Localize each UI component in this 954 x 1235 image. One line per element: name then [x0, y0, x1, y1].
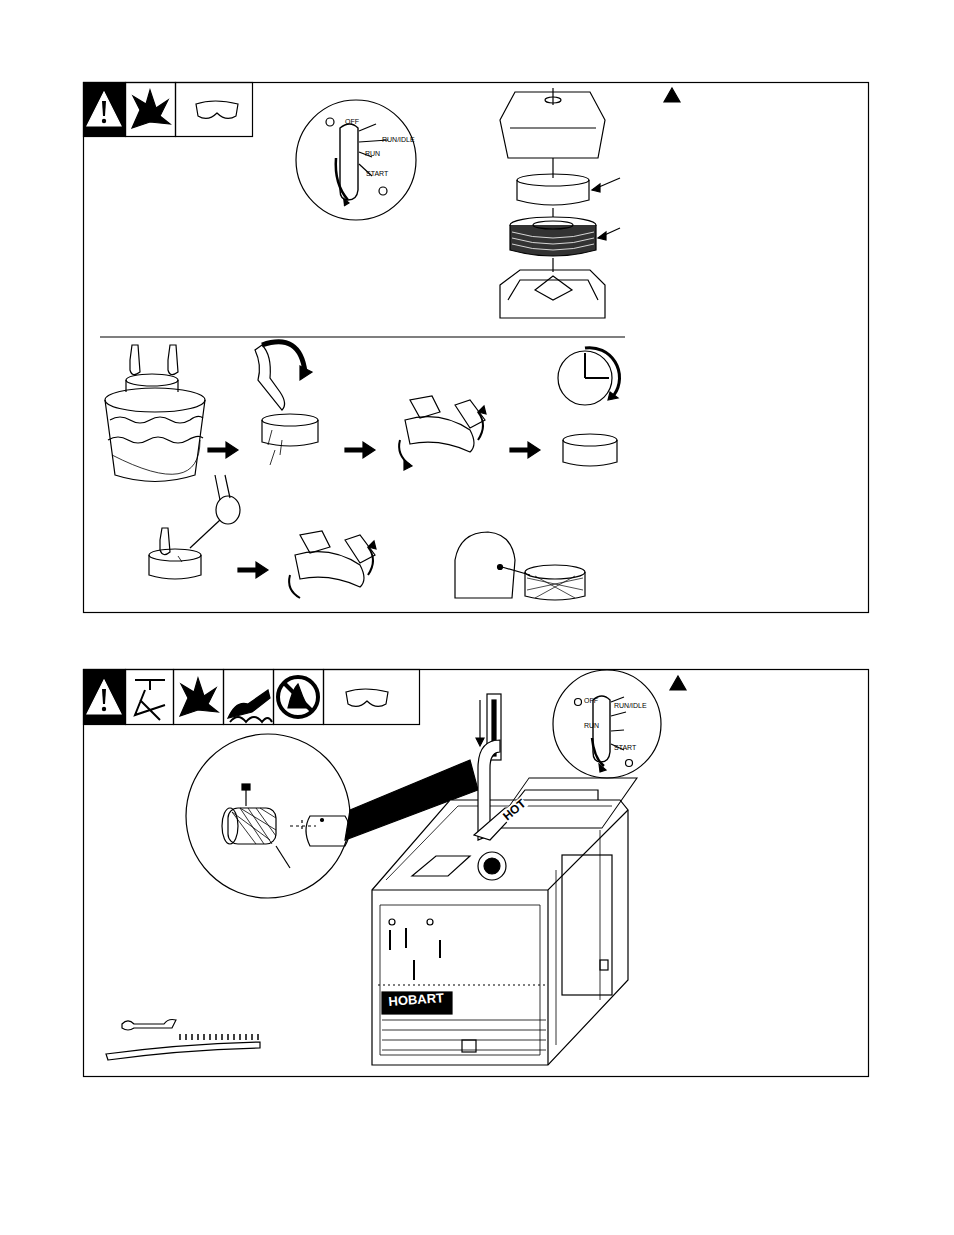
welder-generator — [372, 740, 637, 1065]
divider — [100, 336, 625, 337]
cleaning-steps — [105, 342, 620, 600]
switch-position: RUN — [584, 722, 599, 729]
switch-position: RUN — [365, 150, 380, 157]
switch-position: START — [366, 170, 388, 177]
switch-position: START — [614, 744, 636, 751]
switch-position: OFF — [584, 697, 598, 704]
engine-switch — [553, 670, 661, 778]
air-cleaner — [500, 88, 620, 318]
switch-position: OFF — [345, 118, 359, 125]
switch-position: RUN/IDLE — [614, 702, 647, 709]
engine-switch — [296, 100, 416, 220]
warning-icons — [84, 670, 420, 725]
warning-icons — [84, 83, 253, 137]
panel-frame — [84, 670, 869, 1077]
warning-triangle — [664, 88, 680, 102]
switch-position: RUN/IDLE — [382, 136, 415, 143]
panel-frame — [84, 83, 869, 613]
brand-name: HOBART — [388, 991, 444, 1008]
tools — [106, 1020, 260, 1061]
warning-triangle — [670, 676, 686, 690]
